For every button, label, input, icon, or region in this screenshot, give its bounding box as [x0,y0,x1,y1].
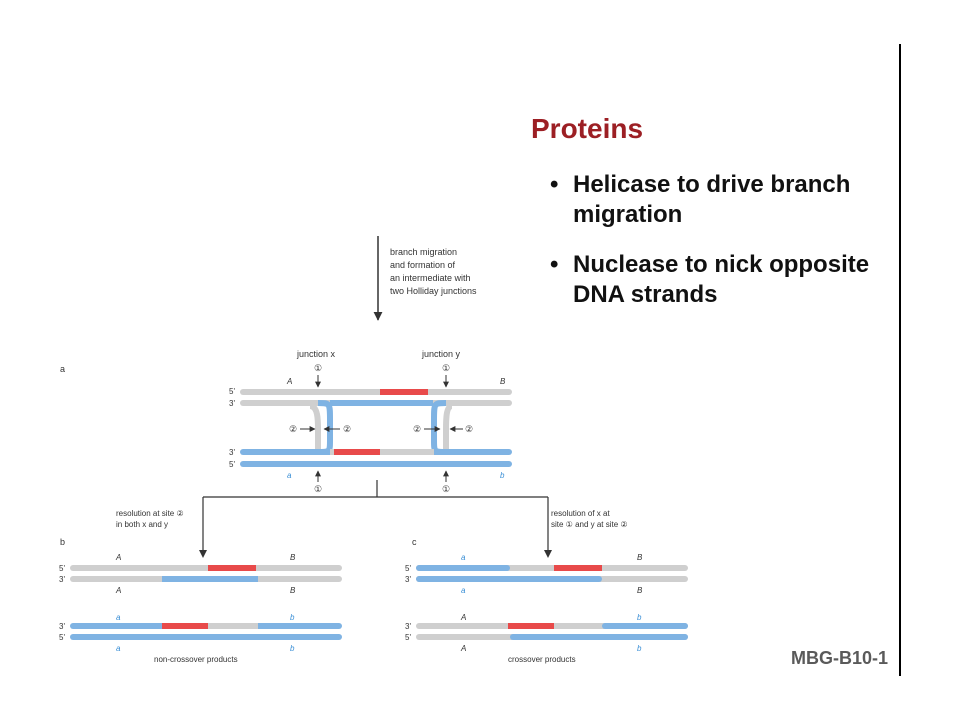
site1-marker: ① [442,484,450,494]
gene-label: B [637,586,643,595]
right-products-caption: crossover products [508,655,576,664]
left-products-caption: non-crossover products [154,655,238,664]
bullet-item: • Nuclease to nick opposite DNA strands [548,250,878,310]
right-caption-line: resolution of x at [551,509,610,518]
gene-label: b [637,613,642,622]
gene-label: B [290,553,296,562]
dna-segment-red [334,449,380,455]
dna-segment-red [208,565,256,571]
gene-label: a [461,553,466,562]
dna-strand-blue [162,576,258,582]
end-label: 3' [405,575,411,584]
site1-marker: ① [314,363,322,373]
gene-label: A [460,644,466,653]
crossing-strand-grey [309,403,321,452]
gene-label: b [290,613,295,622]
site1-marker: ① [442,363,450,373]
arrow-icon [544,550,552,558]
dna-strand-grey [240,389,512,395]
bullet-text: Nuclease to nick opposite DNA strands [573,251,870,308]
dna-strand-grey [162,623,258,629]
top-caption-line: and formation of [390,260,456,270]
gene-label: b [500,471,505,480]
dna-segment-red [162,623,208,629]
end-label: 3' [405,622,411,631]
site1-marker: ① [314,484,322,494]
end-label: 3' [59,575,65,584]
gene-label: A [460,613,466,622]
bullet-item: • Helicase to drive branch migration [548,170,878,230]
gene-label: a [116,613,121,622]
bullet-dot-icon: • [550,251,559,278]
gene-label: b [290,644,295,653]
junction-y-label: junction y [421,349,461,359]
panel-label-a: a [60,364,65,374]
gene-label: A [286,377,292,386]
slide-footer-code: MBG-B10-1 [790,648,888,668]
gene-label: a [461,586,466,595]
junction-x-label: junction x [296,349,336,359]
end-label: 5' [405,633,411,642]
resolution-bracket [202,480,549,556]
left-caption-line: in both x and y [116,520,168,529]
gene-label: a [116,644,121,653]
end-label: 5' [59,564,65,573]
gene-label: B [637,553,643,562]
bullet-list: • Helicase to drive branch migration • Nuc… [548,170,878,330]
divider-line [899,44,901,676]
gene-label: A [115,553,121,562]
end-label: 3' [229,448,235,457]
end-label: 3' [229,399,235,408]
gene-label: a [287,471,292,480]
gene-label: B [290,586,296,595]
slide-title: Proteins [531,113,644,144]
end-label: 5' [405,564,411,573]
top-caption-line: two Holliday junctions [390,286,477,296]
gene-label: A [115,586,121,595]
dna-strand-blue [416,576,602,582]
dna-strand-blue [510,634,688,640]
dna-strand-blue [416,565,510,571]
dna-strand-grey [330,449,434,455]
left-caption-line: resolution at site ② [116,509,184,518]
end-label: 5' [229,460,235,469]
panel-label-c: c [412,537,417,547]
panel-label-b: b [60,537,65,547]
crossing-strand-grey [443,403,453,452]
dna-strand-blue [240,461,512,467]
site2-marker: ② [413,424,421,434]
top-caption-line: an intermediate with [390,273,471,283]
dna-strand-blue [70,634,342,640]
site2-marker: ② [343,424,351,434]
bullet-dot-icon: • [550,171,559,198]
site2-marker: ② [465,424,473,434]
end-label: 3' [59,622,65,631]
right-caption-line: site ① and y at site ② [551,520,628,529]
end-label: 5' [59,633,65,642]
bullet-text: Helicase to drive branch migration [573,171,851,228]
arrow-icon [199,550,207,558]
end-label: 5' [229,387,235,396]
dna-segment-red [508,623,554,629]
dna-segment-red [380,389,428,395]
gene-label: b [637,644,642,653]
gene-label: B [500,377,506,386]
dna-segment-red [554,565,602,571]
dna-strand-grey [70,565,342,571]
site2-marker: ② [289,424,297,434]
dna-strand-blue [602,623,688,629]
top-caption-line: branch migration [390,247,457,257]
